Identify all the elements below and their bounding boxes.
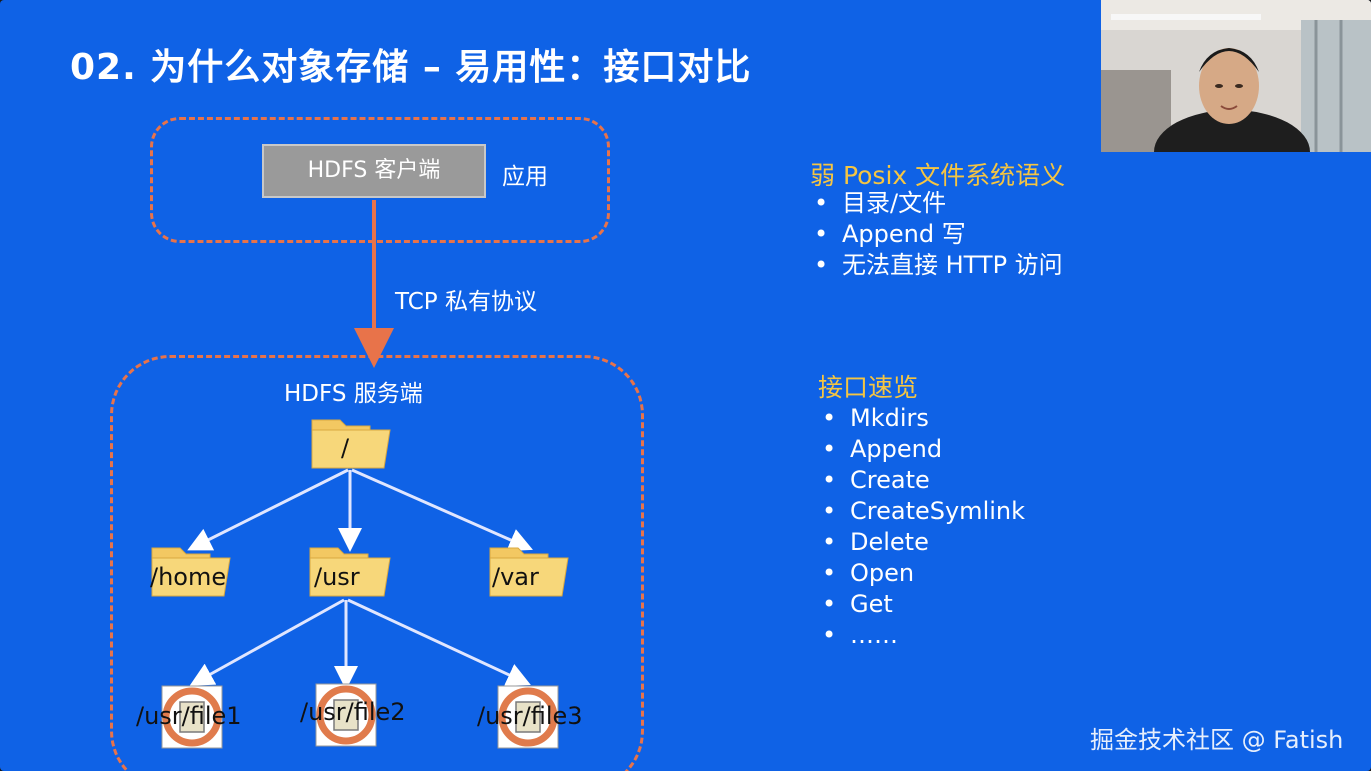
hdfs-client-box: HDFS 客户端 (262, 144, 486, 198)
api-item: Get (818, 589, 1025, 620)
api-item: …… (818, 620, 1025, 651)
api-item: Open (818, 558, 1025, 589)
posix-heading: 弱 Posix 文件系统语义 (810, 161, 1066, 190)
api-item: Create (818, 465, 1025, 496)
api-heading: 接口速览 (818, 373, 919, 402)
file2-label: /usr/file2 (300, 698, 406, 726)
slide-title: 02. 为什么对象存储 – 易用性：接口对比 (70, 47, 752, 88)
posix-list: 目录/文件 Append 写 无法直接 HTTP 访问 (810, 188, 1063, 281)
app-label: 应用 (502, 164, 548, 190)
edge-usr-file1 (189, 598, 345, 686)
file1-label: /usr/file1 (136, 702, 242, 730)
folder-usr-label: /usr (314, 563, 360, 591)
edge-root-home (187, 468, 349, 551)
file2-icon (315, 683, 377, 747)
api-list: Mkdirs Append Create CreateSymlink Delet… (818, 403, 1025, 651)
hdfs-server-label: HDFS 服务端 (284, 381, 423, 407)
client-region (150, 117, 610, 243)
folder-var-label: /var (492, 563, 539, 591)
file3-icon (497, 685, 559, 749)
posix-item: 无法直接 HTTP 访问 (810, 250, 1063, 281)
edge-usr-file3 (347, 598, 531, 686)
folder-var-icon (489, 547, 569, 597)
api-item: Mkdirs (818, 403, 1025, 434)
watermark-text: 掘金技术社区 @ Fatish (1090, 726, 1344, 754)
webcam-frame-image (1101, 0, 1371, 152)
folder-root-icon (311, 419, 391, 469)
file3-label: /usr/file3 (477, 702, 583, 730)
folder-root-label: / (341, 434, 350, 462)
api-item: Delete (818, 527, 1025, 558)
edge-root-var (351, 468, 533, 552)
folder-usr-icon (309, 547, 391, 597)
file1-icon (161, 685, 223, 749)
api-item: CreateSymlink (818, 496, 1025, 527)
api-item: Append (818, 434, 1025, 465)
posix-item: Append 写 (810, 219, 1063, 250)
posix-item: 目录/文件 (810, 188, 1063, 219)
folder-home-label: /home (150, 563, 227, 591)
protocol-label: TCP 私有协议 (395, 289, 537, 315)
speaker-webcam-video (1101, 0, 1371, 152)
folder-home-icon (151, 547, 231, 597)
